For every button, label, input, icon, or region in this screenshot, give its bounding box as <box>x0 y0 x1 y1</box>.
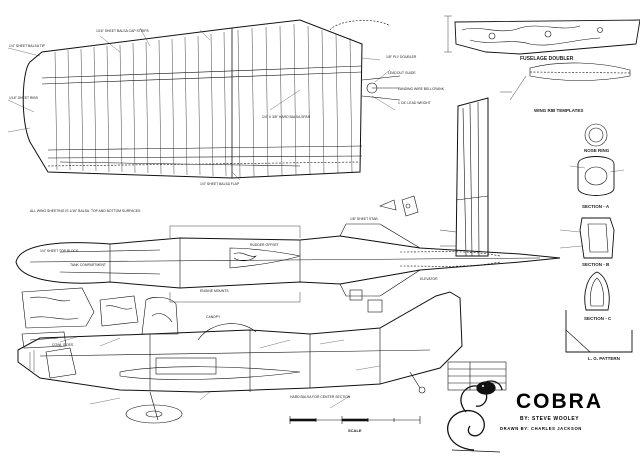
section-a-label: SECTION - A <box>582 204 610 209</box>
stab-label: 1/8" SHEET STAB <box>350 217 378 221</box>
canopy-label: CANOPY <box>206 315 221 319</box>
nose-ring <box>584 123 608 147</box>
section-a <box>569 156 625 196</box>
ply-doubler-label: 1/8" PLY DOUBLER <box>386 55 417 59</box>
engine-mount-label: ENGINE MOUNTS <box>200 289 229 293</box>
section-c <box>584 271 610 311</box>
wing-planform <box>7 19 401 181</box>
rib-template-label: WING RIB TEMPLATES <box>534 108 583 113</box>
cobra-snake-logo <box>447 380 503 453</box>
wing-tip-label: 1/4" SHEET BALSA TIP <box>9 44 46 48</box>
wing-sheeting-note: ALL WING SHEETING IS 1/16" BALSA. TOP AN… <box>30 209 141 213</box>
section-c-label: SECTION - C <box>584 316 612 321</box>
wing-labels: 1/4" SHEET BALSA TIP 1/16" SHEET RIBS 1/… <box>9 29 445 186</box>
fuselage-doubler-part <box>444 15 640 55</box>
rudder-offset-label: RUDDER OFFSET <box>250 243 279 247</box>
center-section-note: HARD BALSA FOR CENTER SECTION <box>290 395 351 399</box>
plan-title: COBRA <box>516 390 603 413</box>
nose-ring-label: NOSE RING <box>584 148 610 153</box>
fuselage-top-view <box>15 223 561 303</box>
bellcrank-label: LANDING WIRE BELLCRANK <box>398 87 445 91</box>
cowl-label: COWL SIDES <box>52 343 74 347</box>
scale-bar <box>289 416 421 424</box>
small-parts <box>349 195 419 313</box>
drafter-credit: DRAWN BY: CHARLES JACKSON <box>500 426 582 431</box>
section-b-label: SECTION - B <box>582 262 610 267</box>
scale-label: SCALE <box>348 428 362 433</box>
section-b <box>559 217 615 259</box>
part-templates <box>21 287 179 349</box>
fuselage-side-view <box>17 291 463 424</box>
ls-pattern-label: L. G. PATTERN <box>588 356 620 361</box>
lead-weight-label: 1 OZ. LEAD WEIGHT <box>398 101 431 105</box>
leadout-label: LEADOUT GUIDE <box>388 71 416 75</box>
tank-label: TANK COMPARTMENT <box>70 263 106 267</box>
designer-credit: BY: STEVE WOOLEY <box>520 416 579 422</box>
wing-flap-label: 1/4" SHEET BALSA FLAP <box>200 182 240 186</box>
fuselage-doubler-label: FUSELAGE DOUBLER <box>520 56 574 62</box>
fuselage-side-labels: COWL SIDES CANOPY HARD BALSA FOR CENTER … <box>52 315 351 399</box>
fuselage-top-labels: 1/4" SHEET TOP BLOCK TANK COMPARTMENT EN… <box>40 217 438 293</box>
wing-rib-label: 1/16" SHEET RIBS <box>9 96 39 100</box>
elevator-label: ELEVATOR <box>420 277 438 281</box>
landing-gear-pattern <box>565 310 633 353</box>
wing-rib-templates <box>500 62 631 101</box>
top-block-label: 1/4" SHEET TOP BLOCK <box>40 249 79 253</box>
wing-spar-label: 1/4" X 3/8" HARD BALSA SPAR <box>262 115 311 119</box>
fin-outline <box>439 97 489 257</box>
cap-strip-label: 1/16" SHEET BALSA CAP STRIPS <box>96 29 149 33</box>
